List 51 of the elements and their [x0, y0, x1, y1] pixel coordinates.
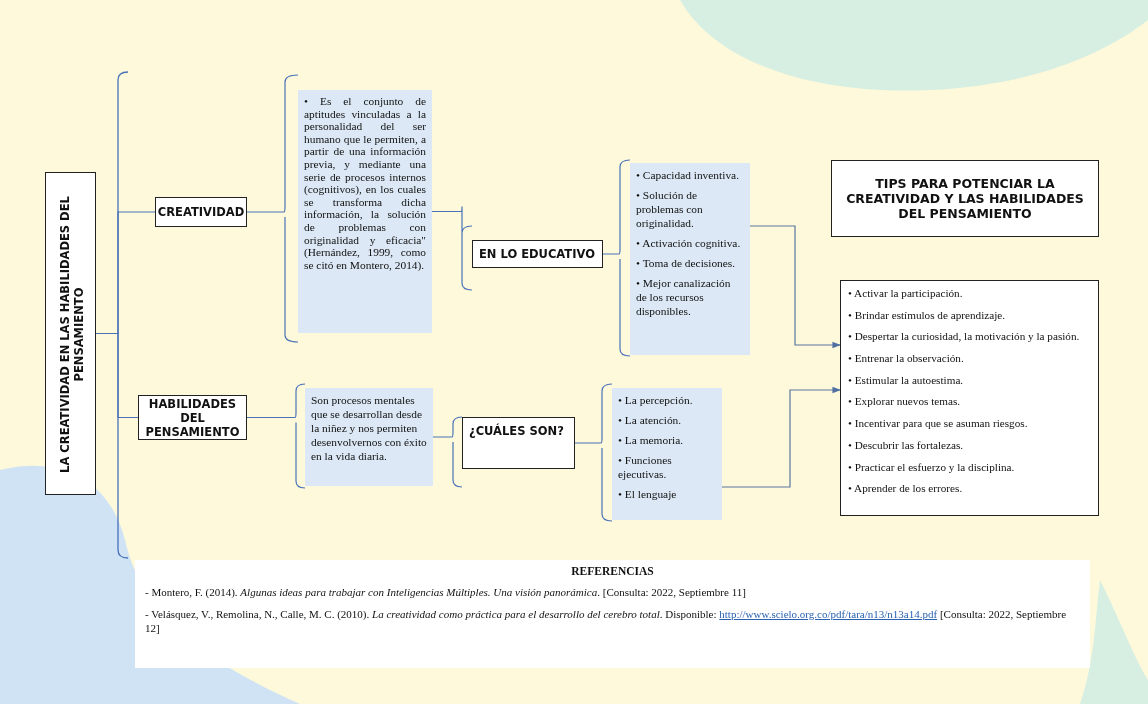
curly-brace-connector	[246, 74, 299, 343]
concept-box	[472, 240, 603, 268]
list-item: • Entrenar la observación.	[848, 351, 965, 367]
arrow	[749, 225, 841, 349]
list-item: • Explorar nuevos temas.	[848, 394, 962, 410]
list-item: • Practicar el esfuerzo y la disciplina.	[848, 459, 1016, 475]
curly-brace-connector	[574, 383, 613, 522]
list-item: • Aprender de los errores.	[848, 481, 964, 497]
concept-box	[462, 417, 575, 469]
list-item: • Solución de problemas con originalidad.	[636, 188, 704, 230]
reference-link: http://www.scielo.org.co/pdf/tara/n13/n13a14.pdf	[719, 608, 938, 620]
list-item: • Activar la participación.	[848, 286, 964, 301]
reference-text: - Montero, F. (2014). Algunas ideas para trabajar con Inteligencias Múltiples. Una visión panorámica. [Consulta: 2022, Septiembre 11]	[145, 585, 747, 599]
heading-text: HABILIDADES DEL PENSAMIENTO	[144, 396, 241, 439]
references-heading: REFERENCIAS	[570, 565, 655, 577]
list-item: • La memoria.	[618, 433, 685, 447]
list-item: • Capacidad inventiva.	[636, 168, 740, 182]
curly-brace-connector	[602, 159, 631, 357]
list-item: • Toma de decisiones.	[636, 256, 737, 270]
curly-brace-connector	[432, 416, 463, 488]
description-text: • Es el conjunto de aptitudes vinculadas a la personalidad del ser humano que le permiten, a partir de una información previa, y mediante una serie de procesos internos (cognitivos), en los cuales se transforma dicha información, la solución de problemas con originalidad y eficacia" (Hernández, 1999, como se citó en Montero, 2014).	[304, 95, 426, 272]
heading-text: ¿CUÁLES SON?	[469, 424, 564, 438]
list-item: • Brindar estímulos de aprendizaje.	[848, 307, 1007, 323]
list-item: • La atención.	[618, 413, 683, 427]
heading-text: TIPS PARA POTENCIAR LA CREATIVIDAD Y LAS HABILIDADES DEL PENSAMIENTO	[845, 176, 1085, 221]
list-box	[612, 388, 722, 520]
title-box	[45, 172, 96, 495]
heading-text: CREATIVIDAD	[157, 205, 245, 219]
list-item: • Incentivar para que se asuman riesgos.	[848, 416, 1029, 432]
list-item: • La percepción.	[618, 393, 694, 407]
curly-brace-connector	[431, 205, 473, 291]
arrow	[721, 386, 841, 488]
list-box	[630, 163, 750, 355]
curly-brace-connector	[95, 332, 139, 419]
list-item: • Descubrir las fortalezas.	[848, 437, 965, 453]
heading-box	[831, 160, 1099, 237]
reference-text: - Velásquez, V., Remolina, N., Calle, M. C. (2010). La creatividad como práctica para el desarrollo del cerebro total. Disponible: http://www.scielo.org.co/pdf/tara/n13/n13a14.pdf [Consulta: 2022, Septiembre 12]	[145, 607, 1068, 635]
heading-text: EN LO EDUCATIVO	[479, 247, 595, 261]
list-item: • Despertar la curiosidad, la motivación y la pasión.	[848, 329, 1081, 345]
definition-box	[305, 388, 433, 486]
concept-box	[155, 197, 247, 227]
list-item: • Funciones ejecutivas.	[618, 453, 673, 481]
list-item: • Activación cognitiva.	[636, 236, 742, 250]
curly-brace-connector	[246, 383, 306, 489]
list-item: • Mejor canalización de los recursos disponibles.	[636, 276, 732, 318]
list-item: • El lenguaje	[618, 487, 678, 501]
definition-box	[298, 90, 432, 333]
list-item: • Estimular la autoestima.	[848, 372, 965, 388]
description-text: Son procesos mentales que se desarrollan desde la niñez y nos permiten desenvolvernos con éxito en la vida diaria.	[311, 393, 427, 463]
heading-text: LA CREATIVIDAD EN LAS HABILIDADES DEL PENSAMIENTO	[56, 195, 87, 475]
list-box	[840, 280, 1099, 516]
